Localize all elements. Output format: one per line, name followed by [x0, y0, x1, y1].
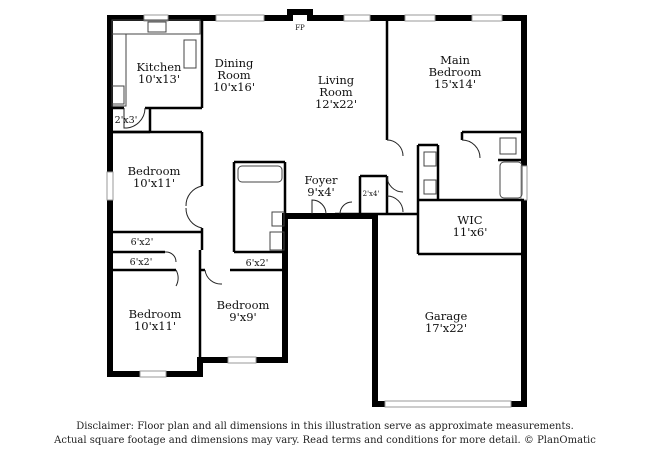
main-tub-icon — [499, 161, 523, 199]
living-size: 12'x22' — [315, 97, 357, 111]
kitchen-name: Kitchen — [137, 60, 183, 74]
closet-labels: 2'x3' 6'x2' 6'x2' 6'x2' 2'x4' — [115, 115, 380, 269]
kitchen-size: 10'x13' — [138, 72, 180, 86]
kitchen-counter — [111, 19, 201, 35]
foyer-size: 9'x4' — [307, 185, 334, 199]
fridge — [183, 39, 197, 69]
main-sink-2-icon — [423, 179, 437, 195]
main-toilet-icon — [499, 137, 517, 155]
sink-icon — [269, 231, 285, 251]
interior-walls — [110, 20, 524, 360]
range — [111, 85, 125, 105]
pantry-size: 2'x3' — [115, 115, 138, 126]
doors — [123, 107, 481, 287]
foyer-name: Foyer — [304, 173, 338, 187]
dining-name-2: Room — [217, 68, 251, 82]
bedroom-left-size: 10'x11' — [133, 176, 175, 190]
fireplace-label: FP — [295, 24, 305, 32]
garage-name: Garage — [425, 309, 468, 323]
living-name-2: Room — [319, 85, 353, 99]
main-bedroom-name-1: Main — [440, 53, 470, 67]
dining-size: 10'x16' — [213, 80, 255, 94]
fixtures — [111, 19, 523, 251]
toilet-icon — [271, 211, 285, 227]
bedroom-center-size: 9'x9' — [229, 310, 256, 324]
closet-c-size: 6'x2' — [246, 258, 269, 269]
living-name-1: Living — [318, 73, 355, 87]
closet-a-size: 6'x2' — [131, 237, 154, 248]
bedroom-bottom-left-name: Bedroom — [129, 307, 182, 321]
kitchen-counter-side — [111, 33, 127, 107]
windows — [106, 14, 528, 408]
wic-size: 11'x6' — [453, 225, 488, 239]
wic-name: WIC — [457, 213, 482, 227]
garage-size: 17'x22' — [425, 321, 467, 335]
kitchen-sink — [147, 21, 167, 33]
foyer-closet-size: 2'x4' — [363, 190, 380, 198]
room-labels: Kitchen 10'x13' Dining Room 10'x16' Livi… — [128, 53, 488, 335]
disclaimer-line-2: Actual square footage and dimensions may… — [54, 435, 596, 446]
main-sink-icon — [423, 151, 437, 167]
main-bedroom-size: 15'x14' — [434, 77, 476, 91]
tub-icon — [237, 165, 283, 183]
closet-b-size: 6'x2' — [130, 257, 153, 268]
main-bedroom-name-2: Bedroom — [429, 65, 482, 79]
disclaimer-line-1: Disclaimer: Floor plan and all dimension… — [76, 421, 574, 432]
bedroom-left-name: Bedroom — [128, 164, 181, 178]
bedroom-center-name: Bedroom — [217, 298, 270, 312]
bedroom-bottom-left-size: 10'x11' — [134, 319, 176, 333]
dining-name-1: Dining — [215, 56, 254, 70]
